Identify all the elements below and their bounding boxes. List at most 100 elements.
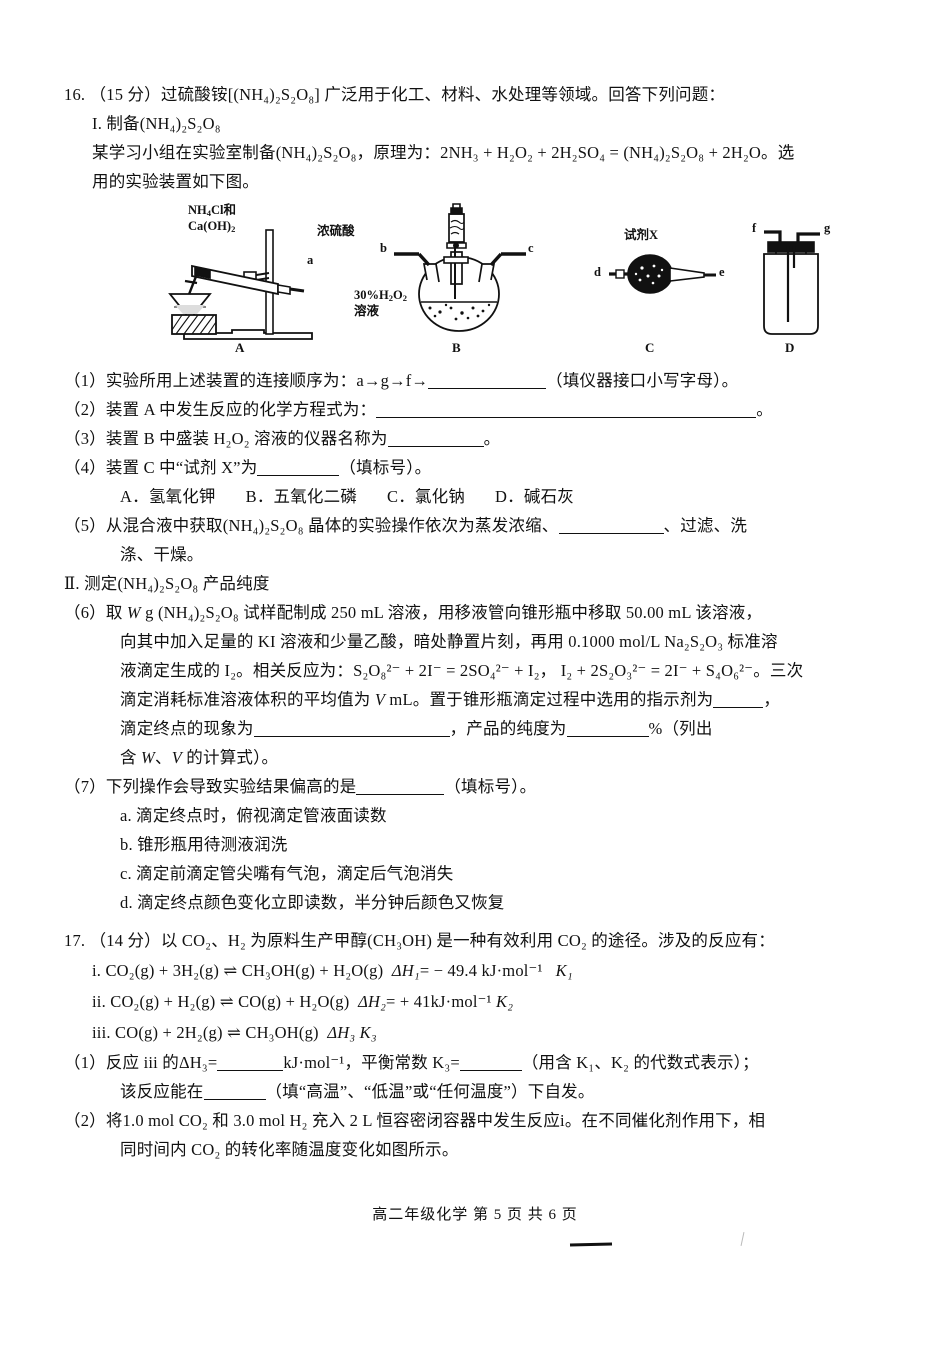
q17-item-2-line2: 同时间内 CO₂ 的转化率随温度变化如图所示。 (120, 1140, 459, 1159)
q17-score: （14 分） (89, 931, 161, 950)
q17-reaction-iii-enthalpy-symbol: ΔH₃ (327, 1023, 356, 1042)
q16-item-6-line6-b: 的计算式）。 (181, 748, 279, 767)
q17-item-2-line1: （2）将1.0 mol CO₂ 和 3.0 mol H₂ 充入 2 L 恒容密闭… (64, 1106, 890, 1135)
q16-item-6-line6: 含 W、V 的计算式）。 (64, 743, 890, 772)
q16-item-6-line5-c: %（列出 (648, 719, 713, 738)
q16-item-3-no: （3） (64, 429, 106, 448)
q16-item-1: （1）实验所用上述装置的连接顺序为：a→g→f→（填仪器接口小写字母）。 (64, 366, 890, 395)
q16-item-6-endpoint-blank[interactable] (253, 736, 450, 737)
q16-item-4-option-b[interactable]: B．五氧化二磷 (245, 487, 358, 506)
q17-item-1-line1: （1）反应 iii 的ΔH₃=kJ·mol⁻¹，平衡常数 K₃=（用含 K₁、K… (64, 1048, 890, 1077)
q16-item-6-no: （6） (64, 603, 106, 622)
apparatus-d-port-g-label: g (824, 221, 831, 235)
q16-item-6-purity-blank[interactable] (566, 736, 649, 737)
q16-part2-title: Ⅱ. 测定(NH₄)₂S₂O₈ 产品纯度 (64, 574, 270, 593)
q17-reaction-iii: iii. CO(g) + 2H₂(g) ⇌ CH₃OH(g) ΔH₃ K₃ (64, 1017, 890, 1048)
q16-item-7-text-a: 下列操作会导致实验结果偏高的是 (105, 777, 357, 796)
apparatus-c-reagentx-label: 试剂X (624, 228, 659, 242)
pen-mark-slash (740, 1232, 745, 1246)
q16-item-1-no: （1） (64, 371, 106, 390)
q16-item-2: （2）装置 A 中发生反应的化学方程式为：。 (64, 395, 890, 424)
apparatus-caption-d: D (785, 340, 795, 355)
q17-reaction-i-equation: CO₂(g) + 3H₂(g) ⇌ CH₃OH(g) + H₂O(g) (105, 961, 384, 980)
q17-item-1-line1-c: （用含 K₁、K₂ 的代数式表示）； (521, 1053, 759, 1072)
q16-item-1-answer-blank[interactable] (428, 388, 547, 389)
q16-item-7-text-b: （填标号）。 (444, 777, 537, 796)
q16-item-4-text-a: 装置 C 中“试剂 X”为 (105, 458, 258, 477)
q17-reaction-i-enthalpy-value: = − 49.4 kJ·mol⁻¹ (419, 961, 543, 980)
q16-item-6-line4-b: mL。置于锥形瓶滴定过程中选用的指示剂为 (385, 690, 714, 709)
q16-item-7-option-d[interactable]: d. 滴定终点颜色变化立即读数，半分钟后颜色又恢复 (120, 893, 505, 912)
q16-item-6-equation-2: I₂ + 2S₂O₃²⁻ = 2I⁻ + S₄O₆²⁻ (560, 661, 754, 680)
q16-item-7-answer-blank[interactable] (356, 794, 445, 795)
q16-principle-line2: 用的实验装置如下图。 (92, 172, 259, 191)
q16-item-4-option-c[interactable]: C．氯化钠 (387, 487, 466, 506)
q17-item-1-line1-a: 反应 iii 的ΔH₃= (105, 1053, 218, 1072)
q16-item-7-no: （7） (64, 777, 106, 796)
q16-item-5-no: （5） (64, 516, 106, 535)
apparatus-caption-a: A (235, 340, 245, 355)
apparatus-svg (168, 203, 820, 340)
q17-reaction-i-k: K₁ (555, 961, 573, 980)
apparatus-b-port-b-label: b (380, 241, 387, 255)
q16-item-5-text-b: 、过滤、洗 (663, 516, 748, 535)
pen-mark-dash (569, 1242, 613, 1247)
q16-item-2-answer-blank[interactable] (376, 417, 757, 418)
q17-item-1-line2: 该反应能在（填“高温”、“低温”或“任何温度”）下自发。 (64, 1077, 890, 1106)
q16-item-4: （4）装置 C 中“试剂 X”为（填标号）。 (64, 453, 890, 482)
q17-reaction-iii-equation: CO(g) + 2H₂(g) ⇌ CH₃OH(g) (115, 1023, 319, 1042)
q16-item-6-equation-1: S₂O₈²⁻ + 2I⁻ = 2SO₄²⁻ + I₂ (353, 661, 540, 680)
q16-item-6-line3-b: 。三次 (753, 661, 804, 680)
q16-item-6-line5: 滴定终点的现象为，产品的纯度为%（列出 (64, 714, 890, 743)
apparatus-d-port-f-label: f (752, 221, 757, 235)
q16-item-7-option-a[interactable]: a. 滴定终点时，俯视滴定管液面读数 (120, 806, 387, 825)
q17-reaction-ii-enthalpy-value: = + 41kJ·mol⁻¹ (386, 992, 492, 1011)
q17-number: 17. (64, 931, 86, 950)
q16-item-1-text-b: （填仪器接口小写字母）。 (546, 371, 739, 390)
q16-item-3-text-a: 装置 B 中盛装 H₂O₂ 溶液的仪器名称为 (105, 429, 388, 448)
apparatus-c-port-d-label: d (594, 265, 601, 279)
q16-item-4-answer-blank[interactable] (257, 475, 340, 476)
q16-item-3-answer-blank[interactable] (387, 446, 484, 447)
q16-item-4-text-b: （填标号）。 (339, 458, 432, 477)
q16-item-3: （3）装置 B 中盛装 H₂O₂ 溶液的仪器名称为 。 (64, 424, 890, 453)
q16-item-6-symbol-w2: W (141, 748, 155, 767)
q16-item-6-line1-a: 取 (105, 603, 127, 622)
q16-item-6-line2: 向其中加入足量的 KI 溶液和少量乙酸，暗处静置片刻，再用 0.1000 mol… (120, 632, 778, 651)
apparatus-caption-c: C (645, 340, 655, 355)
q17-item-1-spontaneity-blank[interactable] (203, 1099, 266, 1100)
q16-item-4-option-a[interactable]: A．氢氧化钾 (120, 487, 216, 506)
q17-stem-line: 17. （14 分）以 CO₂、H₂ 为原料生产甲醇(CH₃OH) 是一种有效利… (64, 926, 890, 955)
q16-item-6-line1: （6）取 W g (NH₄)₂S₂O₈ 试样配制成 250 mL 溶液，用移液管… (64, 598, 890, 627)
apparatus-caption-b: B (452, 340, 461, 355)
q16-item-7-option-b[interactable]: b. 锥形瓶用待测液润洗 (120, 835, 288, 854)
apparatus-c-port-e-label: e (719, 265, 725, 279)
q16-part1-title: I. 制备(NH₄)₂S₂O₈ (92, 114, 221, 133)
q16-item-6-symbol-w: W (126, 603, 141, 622)
q17-item-1-no: （1） (64, 1053, 106, 1072)
q16-number: 16. (64, 85, 86, 104)
q16-item-6-line4: 滴定消耗标准溶液体积的平均值为 V mL。置于锥形瓶滴定过程中选用的指示剂为， (64, 685, 890, 714)
q16-item-4-options: A．氢氧化钾 B．五氧化二磷 C．氯化钠 D．碱石灰 (64, 482, 890, 511)
q17-reaction-ii: ii. CO₂(g) + H₂(g) ⇌ CO(g) + H₂O(g) ΔH₂=… (64, 986, 890, 1017)
q17-reaction-i-enthalpy-symbol: ΔH₁ (391, 961, 420, 980)
q16-item-5-answer-blank[interactable] (558, 533, 664, 534)
q17-reaction-i: i. CO₂(g) + 3H₂(g) ⇌ CH₃OH(g) + H₂O(g) Δ… (64, 955, 890, 986)
q16-item-4-option-d[interactable]: D．碱石灰 (495, 487, 574, 506)
q17-item-1-k3-blank[interactable] (459, 1070, 522, 1071)
q16-item-3-text-b: 。 (483, 429, 501, 448)
q16-item-7-option-c[interactable]: c. 滴定前滴定管尖嘴有气泡，滴定后气泡消失 (120, 864, 454, 883)
q16-item-5-text-a: 从混合液中获取(NH₄)₂S₂O₈ 晶体的实验操作依次为蒸发浓缩、 (105, 516, 559, 535)
apparatus-a-port-a-label: a (307, 253, 314, 267)
q17-reaction-ii-equation: CO₂(g) + H₂(g) ⇌ CO(g) + H₂O(g) (110, 992, 350, 1011)
q17-item-1-enthalpy-blank[interactable] (217, 1070, 284, 1071)
q17-reaction-iii-label: iii. (92, 1023, 111, 1042)
q16-item-2-text-b: 。 (756, 400, 773, 419)
q16-stem-line: 16. （15 分）过硫酸铵[(NH₄)₂S₂O₈] 广泛用于化工、材料、水处理… (64, 80, 890, 109)
q16-item-6-indicator-blank[interactable] (713, 707, 764, 708)
q17-reaction-iii-k: K₃ (359, 1023, 377, 1042)
q17-item-2-no: （2） (64, 1111, 106, 1130)
q16-stem-text: 过硫酸铵[(NH₄)₂S₂O₈] 广泛用于化工、材料、水处理等领域。回答下列问题… (160, 85, 726, 104)
